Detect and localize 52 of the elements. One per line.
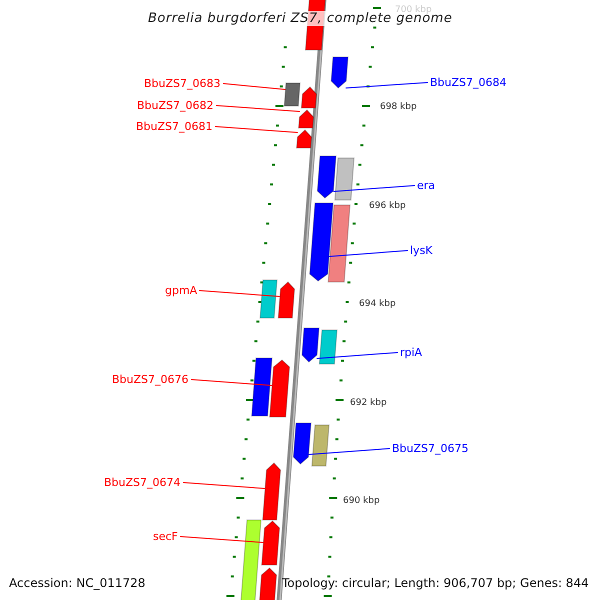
- gene-segment: [311, 424, 330, 466]
- gene-label: BbuZS7_0675: [392, 443, 469, 454]
- gene-segment: [334, 158, 355, 200]
- leader-line: [345, 82, 428, 88]
- leader-line: [198, 290, 280, 297]
- leader-line: [180, 536, 264, 543]
- gene-segment: [301, 328, 320, 363]
- gene-label: lysK: [410, 245, 433, 256]
- scale-label: 698 kbp: [380, 103, 417, 112]
- gene-segment: [328, 204, 351, 282]
- gene-label: BbuZS7_0684: [430, 77, 507, 88]
- gene-label: secF: [153, 531, 178, 542]
- gene-segment: [240, 520, 262, 600]
- gene-segment: [316, 156, 337, 199]
- gene-segment: [300, 86, 318, 108]
- leader-line: [328, 250, 408, 257]
- leader-line: [222, 83, 286, 90]
- gene-label: rpiA: [400, 347, 422, 358]
- scale-label: 690 kbp: [343, 497, 380, 506]
- gene-segment: [298, 109, 314, 128]
- gene-segment: [258, 567, 278, 600]
- gene-segment: [318, 330, 338, 364]
- gene-label: BbuZS7_0681: [136, 121, 213, 132]
- leader-line: [316, 352, 398, 359]
- leader-line: [190, 379, 273, 386]
- gene-label: BbuZS7_0674: [104, 477, 181, 488]
- gene-segment: [261, 520, 280, 566]
- leader-line: [332, 185, 416, 192]
- scale-label: 692 kbp: [350, 399, 387, 408]
- gene-segment: [292, 422, 312, 465]
- leader-line: [308, 448, 390, 455]
- gene-segment: [278, 281, 296, 318]
- info-text: Accession: NC_011728: [9, 577, 146, 589]
- leader-line: [214, 126, 298, 133]
- scale-label: 694 kbp: [359, 300, 396, 309]
- gene-segment: [260, 280, 278, 318]
- gene-segment: [262, 462, 282, 520]
- gene-segment: [330, 56, 349, 89]
- gene-segment: [251, 358, 273, 416]
- leader-line: [182, 482, 266, 489]
- gene-label: BbuZS7_0676: [112, 374, 189, 385]
- gene-segment: [309, 202, 334, 282]
- gene-segment: [296, 129, 312, 148]
- scale-label: 696 kbp: [369, 202, 406, 211]
- gene-segment: [269, 359, 290, 418]
- info-text: Topology: circular; Length: 906,707 bp; Genes: 844: [282, 577, 589, 589]
- gene-segment: [284, 82, 301, 106]
- gene-label: gpmA: [165, 285, 198, 296]
- leader-line: [216, 105, 300, 112]
- gene-label: BbuZS7_0683: [144, 78, 221, 89]
- gene-label: era: [417, 180, 436, 191]
- gene-label: BbuZS7_0682: [137, 100, 214, 111]
